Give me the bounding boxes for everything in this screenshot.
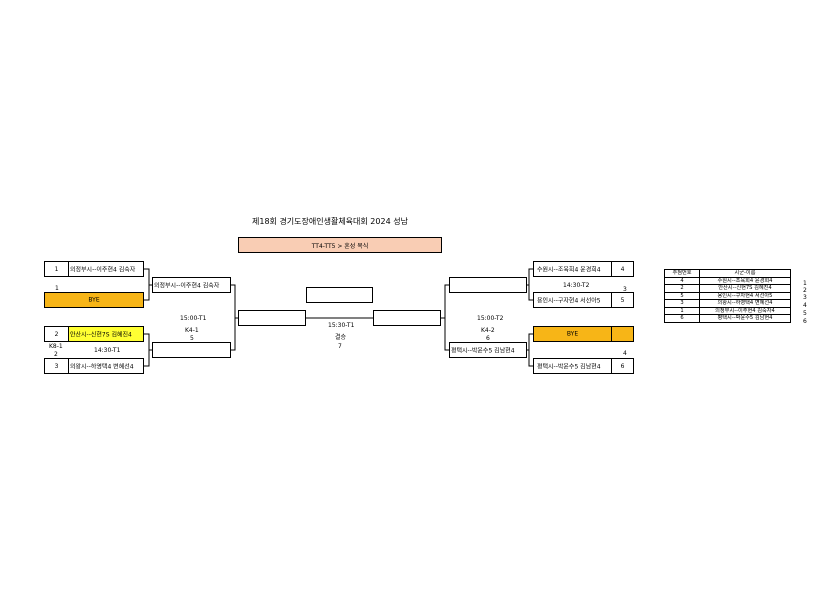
draw-number: 3: [664, 299, 700, 308]
left-r2-slot-2: [152, 342, 231, 358]
team-name: 의왕시--하영택4 변혜선4: [699, 299, 791, 308]
team-name: 평택시--박윤수5 김남현4: [699, 314, 791, 323]
match-number: 5: [190, 335, 194, 342]
draw-number: 4: [664, 276, 700, 285]
column-header: 시군-이름: [699, 269, 791, 278]
champion-slot: [306, 287, 373, 303]
final-number: 7: [338, 343, 342, 350]
match-time: 14:30-T1: [94, 347, 121, 354]
right-r1-slot-3: BYE: [533, 326, 634, 342]
order-number: 3: [803, 294, 807, 301]
team-name: 의왕시--하영택4 변혜선4: [70, 363, 134, 371]
seed-number: 1: [55, 285, 59, 292]
column-header: 추첨번호: [664, 269, 700, 278]
match-time: 15:00-T1: [180, 315, 207, 322]
team-name: 용인시--구자현4 서선아5: [699, 291, 791, 300]
bye-label: BYE: [88, 296, 100, 304]
left-r2-slot-1: 의정부시--이주현4 김숙자: [152, 277, 231, 293]
left-r1-slot-4: 3 의왕시--하영택4 변혜선4: [44, 358, 144, 374]
seed-number: 3: [45, 359, 69, 373]
left-r1-slot-1: 1 의정부시--이주현4 김숙자: [44, 261, 144, 277]
match-time: 15:00-T2: [477, 315, 504, 322]
right-r2-slot-2: 평택시--박윤수5 김남현4: [449, 342, 527, 358]
seed-number: 4: [611, 262, 633, 276]
match-time: 14:30-T2: [563, 282, 590, 289]
order-number: 2: [803, 287, 807, 294]
table-header-row: 추첨번호 시군-이름: [664, 269, 791, 278]
order-number: 5: [803, 310, 807, 317]
team-name: 안산시--신현7S 김혜진4: [699, 284, 791, 293]
match-number: 6: [486, 335, 490, 342]
left-semifinal-slot: [238, 310, 306, 326]
final-time: 15:30-T1: [328, 322, 355, 329]
match-label: K8-1: [49, 343, 63, 350]
seed-number: 1: [45, 262, 69, 276]
match-label: K4-1: [185, 327, 199, 334]
seed-number: [611, 327, 633, 341]
left-r1-slot-2: BYE: [44, 292, 144, 308]
right-semifinal-slot: [373, 310, 441, 326]
bye-label: BYE: [566, 330, 579, 338]
team-name: 평택시--박윤수5 김남현4: [537, 363, 601, 371]
team-name: 의정부시--이주현4 김숙자: [154, 282, 220, 290]
team-name: 의정부시--이주현4 김숙자4: [699, 306, 791, 315]
team-name: 평택시--박윤수5 김남현4: [451, 347, 515, 355]
event-banner: TT4-TT5 > 혼성 복식: [238, 237, 442, 253]
match-label: K4-2: [481, 327, 495, 334]
seed-number: 5: [611, 293, 633, 307]
draw-number: 6: [664, 314, 700, 323]
right-r2-slot-1: [449, 277, 527, 293]
team-name: 용인시--구자현4 서선아5: [537, 297, 601, 305]
seed-number: 2: [45, 327, 69, 341]
order-number: 4: [803, 302, 807, 309]
seed-number: 6: [611, 359, 633, 373]
draw-number: 5: [664, 291, 700, 300]
team-name: 의정부시--이주현4 김숙자: [70, 266, 136, 274]
event-label: TT4-TT5 > 혼성 복식: [311, 242, 369, 250]
right-r1-slot-2: 용인시--구자현4 서선아5 5: [533, 292, 634, 308]
page-title: 제18회 경기도장애인생활체육대회 2024 성남: [252, 217, 408, 226]
seed-number: 4: [623, 350, 627, 357]
right-r1-slot-1: 수원시--조육희4 윤경희4 4: [533, 261, 634, 277]
draw-number: 2: [664, 284, 700, 293]
draw-number: 1: [664, 306, 700, 315]
team-name: 안산시--신현7S 김혜진4: [70, 331, 132, 339]
match-number: 3: [623, 286, 627, 293]
order-number: 6: [803, 318, 807, 325]
order-number: 1: [803, 280, 807, 287]
right-r1-slot-4: 평택시--박윤수5 김남현4 6: [533, 358, 634, 374]
team-name: 수원시--조육희4 윤경희4: [699, 276, 791, 285]
team-name: 수원시--조육희4 윤경희4: [537, 266, 601, 274]
left-r1-slot-3: 2 안산시--신현7S 김혜진4: [44, 326, 144, 342]
final-label: 결승: [335, 334, 347, 341]
match-number: 2: [54, 351, 58, 358]
